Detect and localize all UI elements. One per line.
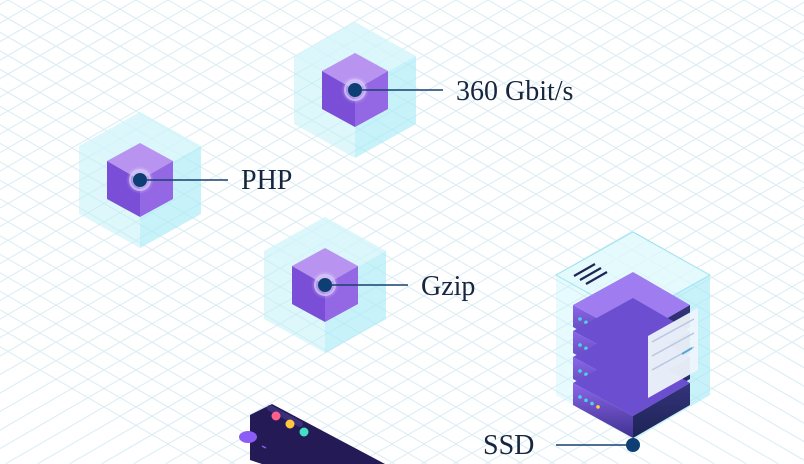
bandwidth-label: 360 Gbit/s <box>456 76 573 107</box>
gzip-node-dot <box>318 278 332 292</box>
ssd-node-dot <box>626 438 640 452</box>
php-cube-icon <box>79 112 201 248</box>
bandwidth-node-dot <box>348 83 362 97</box>
php-label: PHP <box>241 165 292 196</box>
server-stack-icon <box>554 231 712 440</box>
php-node-dot <box>133 173 147 187</box>
gzip-label: Gzip <box>421 271 475 302</box>
ssd-label: SSD <box>483 430 534 461</box>
device-panel-icon <box>239 404 385 464</box>
gzip-cube-icon <box>264 217 386 353</box>
bandwidth-cube-icon <box>294 22 416 158</box>
